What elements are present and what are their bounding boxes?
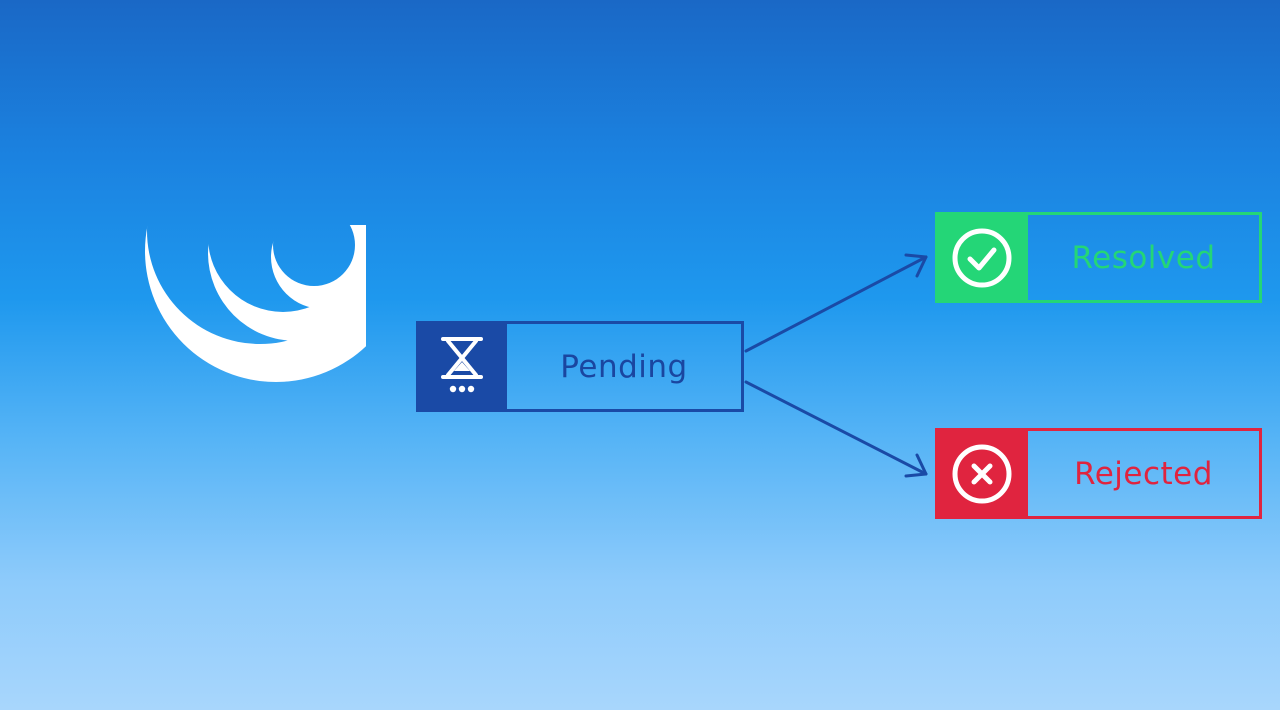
logo-crescent-large xyxy=(145,225,366,382)
arrow-to-resolved-head xyxy=(904,253,928,278)
rejected-state-box: Rejected xyxy=(935,428,1262,519)
arrow-to-rejected-head xyxy=(904,453,928,478)
x-circle-icon xyxy=(935,428,1028,519)
check-circle-icon xyxy=(935,212,1028,303)
pending-state-box: Pending xyxy=(416,321,744,412)
resolved-label: Resolved xyxy=(1071,239,1216,276)
resolved-state-box: Resolved xyxy=(935,212,1262,303)
pending-label: Pending xyxy=(560,348,688,385)
arrow-to-rejected xyxy=(744,380,928,476)
hourglass-icon xyxy=(416,321,507,412)
jquery-logo xyxy=(145,225,366,382)
rejected-label: Rejected xyxy=(1074,455,1213,492)
arrow-to-resolved xyxy=(744,255,928,353)
